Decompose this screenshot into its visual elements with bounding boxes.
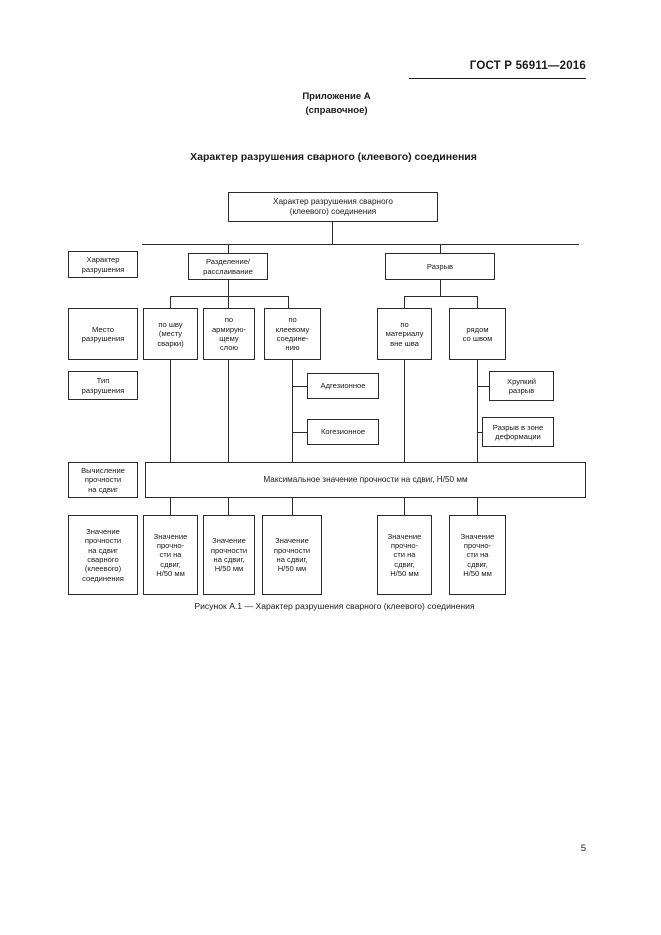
node-result-value-4[interactable]: Значение прочно- сти на сдвиг, Н/50 мм	[377, 515, 432, 595]
node-result-value-5[interactable]: Значение прочно- сти на сдвиг, Н/50 мм	[449, 515, 506, 595]
connector-rupture-child-1	[404, 296, 405, 308]
connector-result-3	[292, 498, 293, 515]
connector-stub-brittle	[477, 386, 489, 387]
connector-result-4	[404, 498, 405, 515]
figure-caption: Рисунок А.1 — Характер разрушения сварно…	[194, 601, 475, 611]
node-failure-by-adhesive-joint[interactable]: по клеевому соедине- нию	[264, 308, 321, 360]
connector-separation-down	[228, 276, 229, 296]
connector-rupture-bus	[404, 296, 477, 297]
node-branch-separation[interactable]: Разделение/ расслаивание	[188, 253, 268, 280]
node-level-label-failure-type[interactable]: Тип разрушения	[68, 371, 138, 400]
page-number: 5	[580, 843, 586, 854]
connector-separation-child-3	[288, 296, 289, 308]
connector-rupture-down	[440, 276, 441, 296]
node-cohesive-failure[interactable]: Когезионное	[307, 419, 379, 445]
node-result-value-3[interactable]: Значение прочности на сдвиг, Н/50 мм	[262, 515, 322, 595]
node-result-value-2[interactable]: Значение прочности на сдвиг, Н/50 мм	[203, 515, 255, 595]
annex-subtitle: (справочное)	[305, 105, 368, 116]
connector-seam-spine	[170, 360, 171, 462]
node-max-shear-strength-bar[interactable]: Максимальное значение прочности на сдвиг…	[145, 462, 586, 498]
connector-root-bus	[142, 244, 579, 245]
standard-header: ГОСТ Р 56911—2016	[469, 60, 586, 72]
node-level-label-failure-location[interactable]: Место разрушения	[68, 308, 138, 360]
node-level-label-failure-character[interactable]: Характер разрушения	[68, 251, 138, 278]
annex-heading: Приложение А (справочное)	[0, 90, 661, 118]
connector-separation-bus	[170, 296, 288, 297]
node-failure-by-material-outside-seam[interactable]: по материалу вне шва	[377, 308, 432, 360]
connector-reinforce-spine	[228, 360, 229, 462]
connector-result-2	[228, 498, 229, 515]
node-level-label-strength-value[interactable]: Значение прочности на сдвиг сварного (кл…	[68, 515, 138, 595]
annex-title: Приложение А	[302, 91, 371, 102]
connector-adhesive-spine	[292, 360, 293, 462]
node-failure-near-seam[interactable]: рядом со швом	[449, 308, 506, 360]
node-brittle-rupture[interactable]: Хрупкий разрыв	[489, 371, 554, 401]
connector-separation-child-1	[170, 296, 171, 308]
node-branch-rupture[interactable]: Разрыв	[385, 253, 495, 280]
connector-stub-cohesive	[292, 432, 307, 433]
node-adhesive-failure[interactable]: Адгезионное	[307, 373, 379, 399]
header-rule	[409, 78, 586, 79]
connector-stub-adhesive	[292, 386, 307, 387]
node-result-value-1[interactable]: Значение прочно- сти на сдвиг, Н/50 мм	[143, 515, 198, 595]
page-title: Характер разрушения сварного (клеевого) …	[190, 151, 477, 163]
node-level-label-strength-calc[interactable]: Вычисление прочности на сдвиг	[68, 462, 138, 498]
connector-nearseam-spine	[477, 360, 478, 462]
node-failure-by-seam[interactable]: по шву (месту сварки)	[143, 308, 198, 360]
node-root[interactable]: Характер разрушения сварного (клеевого) …	[228, 192, 438, 222]
connector-result-5	[477, 498, 478, 515]
node-failure-by-reinforcement-layer[interactable]: по армирую- щему слою	[203, 308, 255, 360]
connector-root-down	[332, 222, 333, 244]
connector-separation-child-2	[228, 296, 229, 308]
connector-result-1	[170, 498, 171, 515]
connector-rupture-child-2	[477, 296, 478, 308]
connector-material-spine	[404, 360, 405, 462]
node-rupture-in-deformation-zone[interactable]: Разрыв в зоне деформации	[482, 417, 554, 447]
connector-to-separation	[228, 244, 229, 253]
connector-to-rupture	[440, 244, 441, 253]
